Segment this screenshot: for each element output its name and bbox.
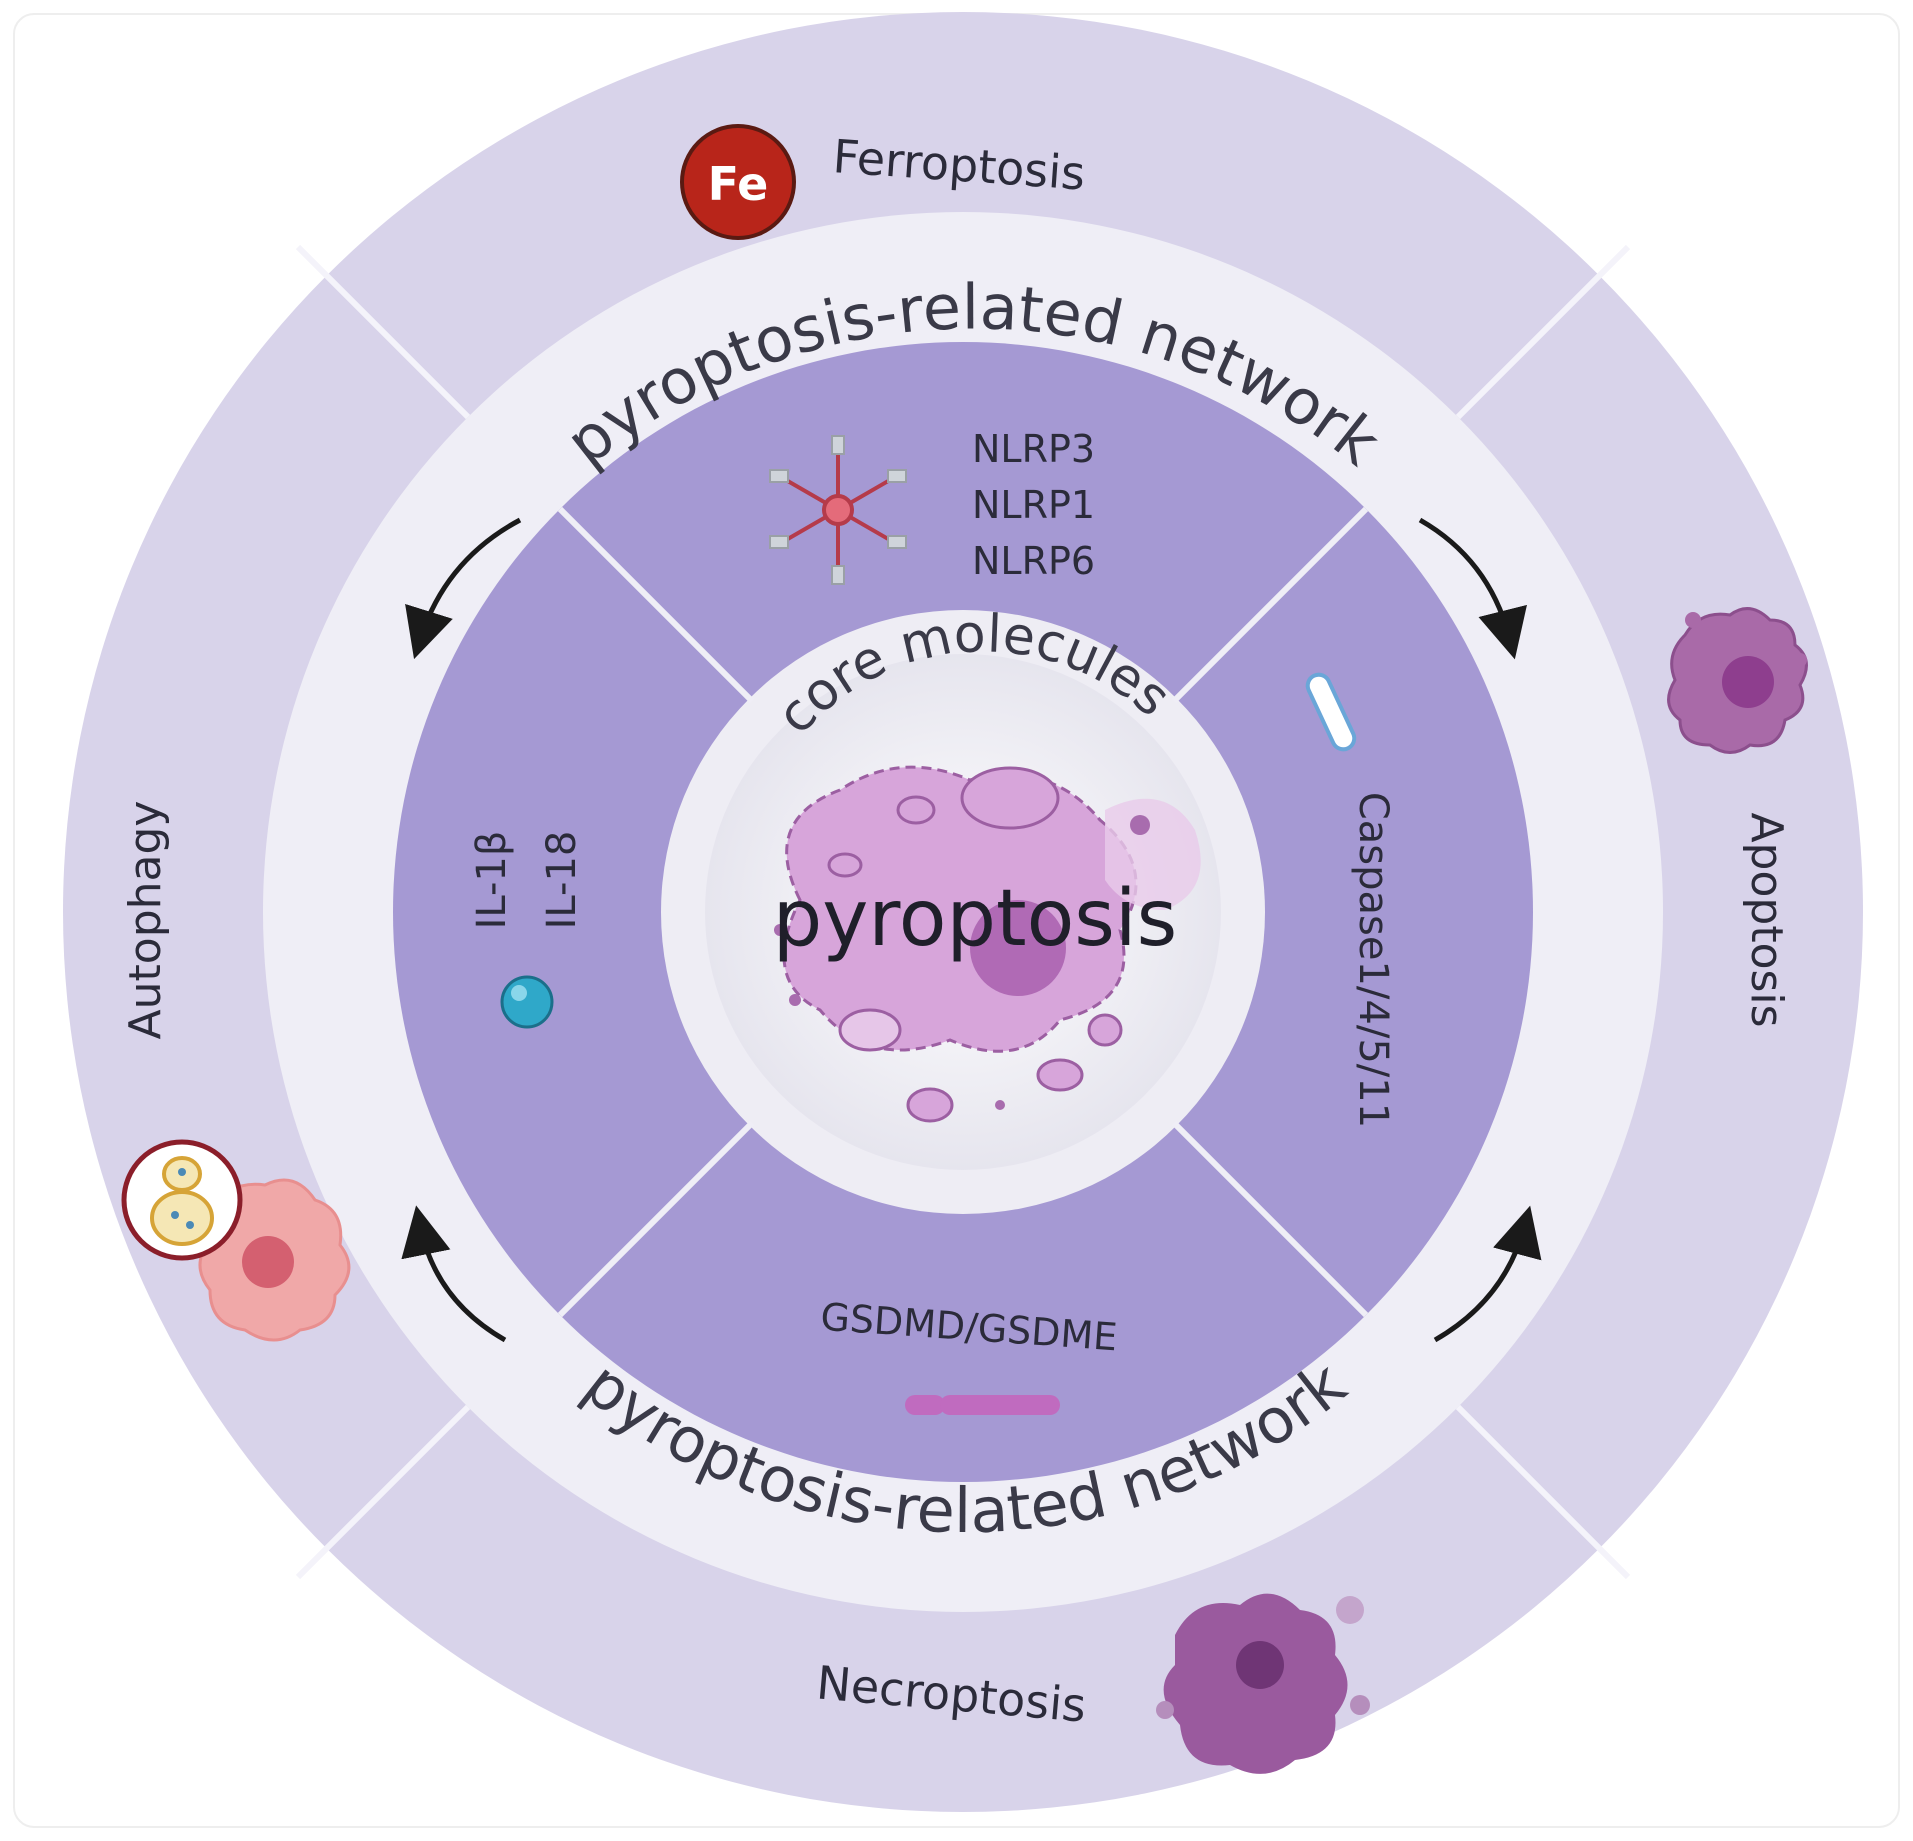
cytokine-sphere-icon — [500, 975, 554, 1029]
caspase-section: Caspase1/4/5/11 — [1305, 672, 1396, 1128]
nlrp-label-2: NLRP1 — [972, 483, 1095, 527]
caspase-label: Caspase1/4/5/11 — [1350, 792, 1396, 1128]
core-section: core molecules pyroptosis — [766, 604, 1201, 1123]
apoptosis-label: Apoptosis — [1741, 812, 1792, 1027]
necroptotic-cell-icon — [1156, 1593, 1370, 1774]
inflammasome-icon — [769, 435, 907, 585]
apoptotic-cell-icon — [1667, 607, 1808, 754]
nlrp-section: NLRP3 NLRP1 NLRP6 — [769, 427, 1095, 585]
autophagy-label: Autophagy — [120, 801, 171, 1040]
il1b-label: IL-1β — [469, 831, 515, 930]
il18-label: IL-18 — [539, 831, 585, 930]
gasdermin-bar-icon — [905, 1395, 1060, 1415]
nlrp-label-3: NLRP6 — [972, 539, 1095, 583]
arrow-bottom-left — [401, 1205, 507, 1343]
core-center-label: pyroptosis — [773, 874, 1178, 964]
caspase-capsule-icon — [1305, 672, 1357, 752]
arrow-bottom-right — [1433, 1205, 1542, 1343]
autophagy-cell-icon — [121, 1139, 351, 1342]
network-arrows — [401, 517, 1542, 1343]
fe-badge-text: Fe — [708, 157, 769, 211]
arrow-top-right — [1418, 517, 1527, 660]
arrow-top-left — [405, 517, 522, 660]
il-section: IL-1β IL-18 — [469, 831, 585, 1029]
nlrp-label-1: NLRP3 — [972, 427, 1095, 471]
autophagy-section: Autophagy — [120, 801, 351, 1342]
pyroptotic-cell-icon — [774, 765, 1201, 1123]
iron-badge-icon: Fe — [680, 124, 796, 240]
inner-separators — [557, 506, 1369, 1318]
apoptosis-section: Apoptosis — [1667, 607, 1808, 1028]
outer-separators — [295, 244, 1631, 1580]
